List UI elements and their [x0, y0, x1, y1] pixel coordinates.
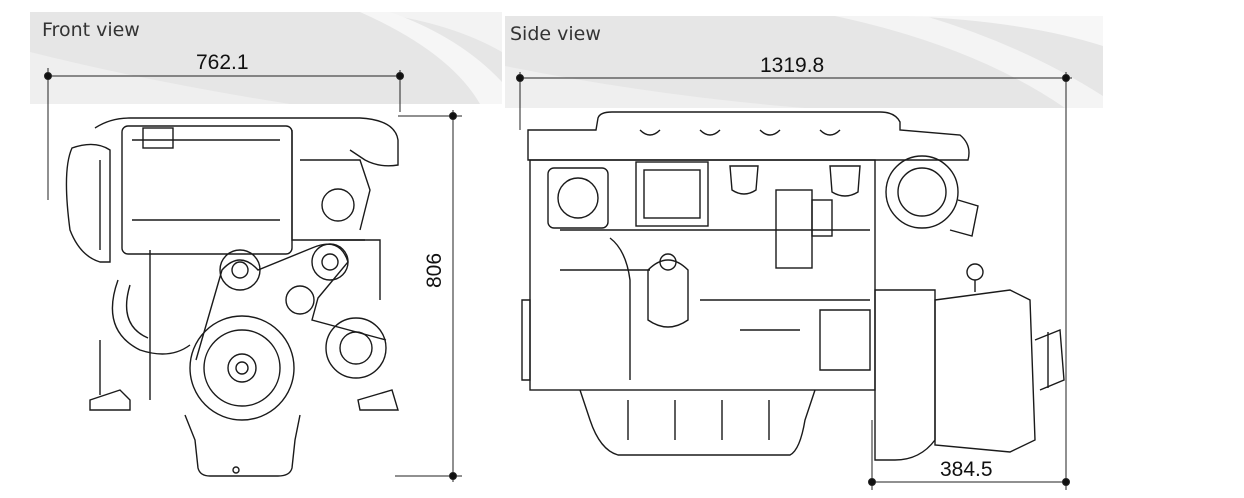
side-length-dimension: 1319.8 — [760, 54, 825, 77]
side-gearbox-dimension: 384.5 — [940, 458, 993, 481]
front-width-dimension: 762.1 — [196, 51, 249, 74]
front-view-panel — [30, 12, 502, 104]
side-view-panel-swoosh — [505, 16, 1103, 108]
front-view-panel-swoosh — [30, 12, 502, 104]
side-view-panel — [505, 16, 1103, 108]
side-view-title: Side view — [510, 23, 601, 45]
front-view-title: Front view — [42, 19, 140, 41]
